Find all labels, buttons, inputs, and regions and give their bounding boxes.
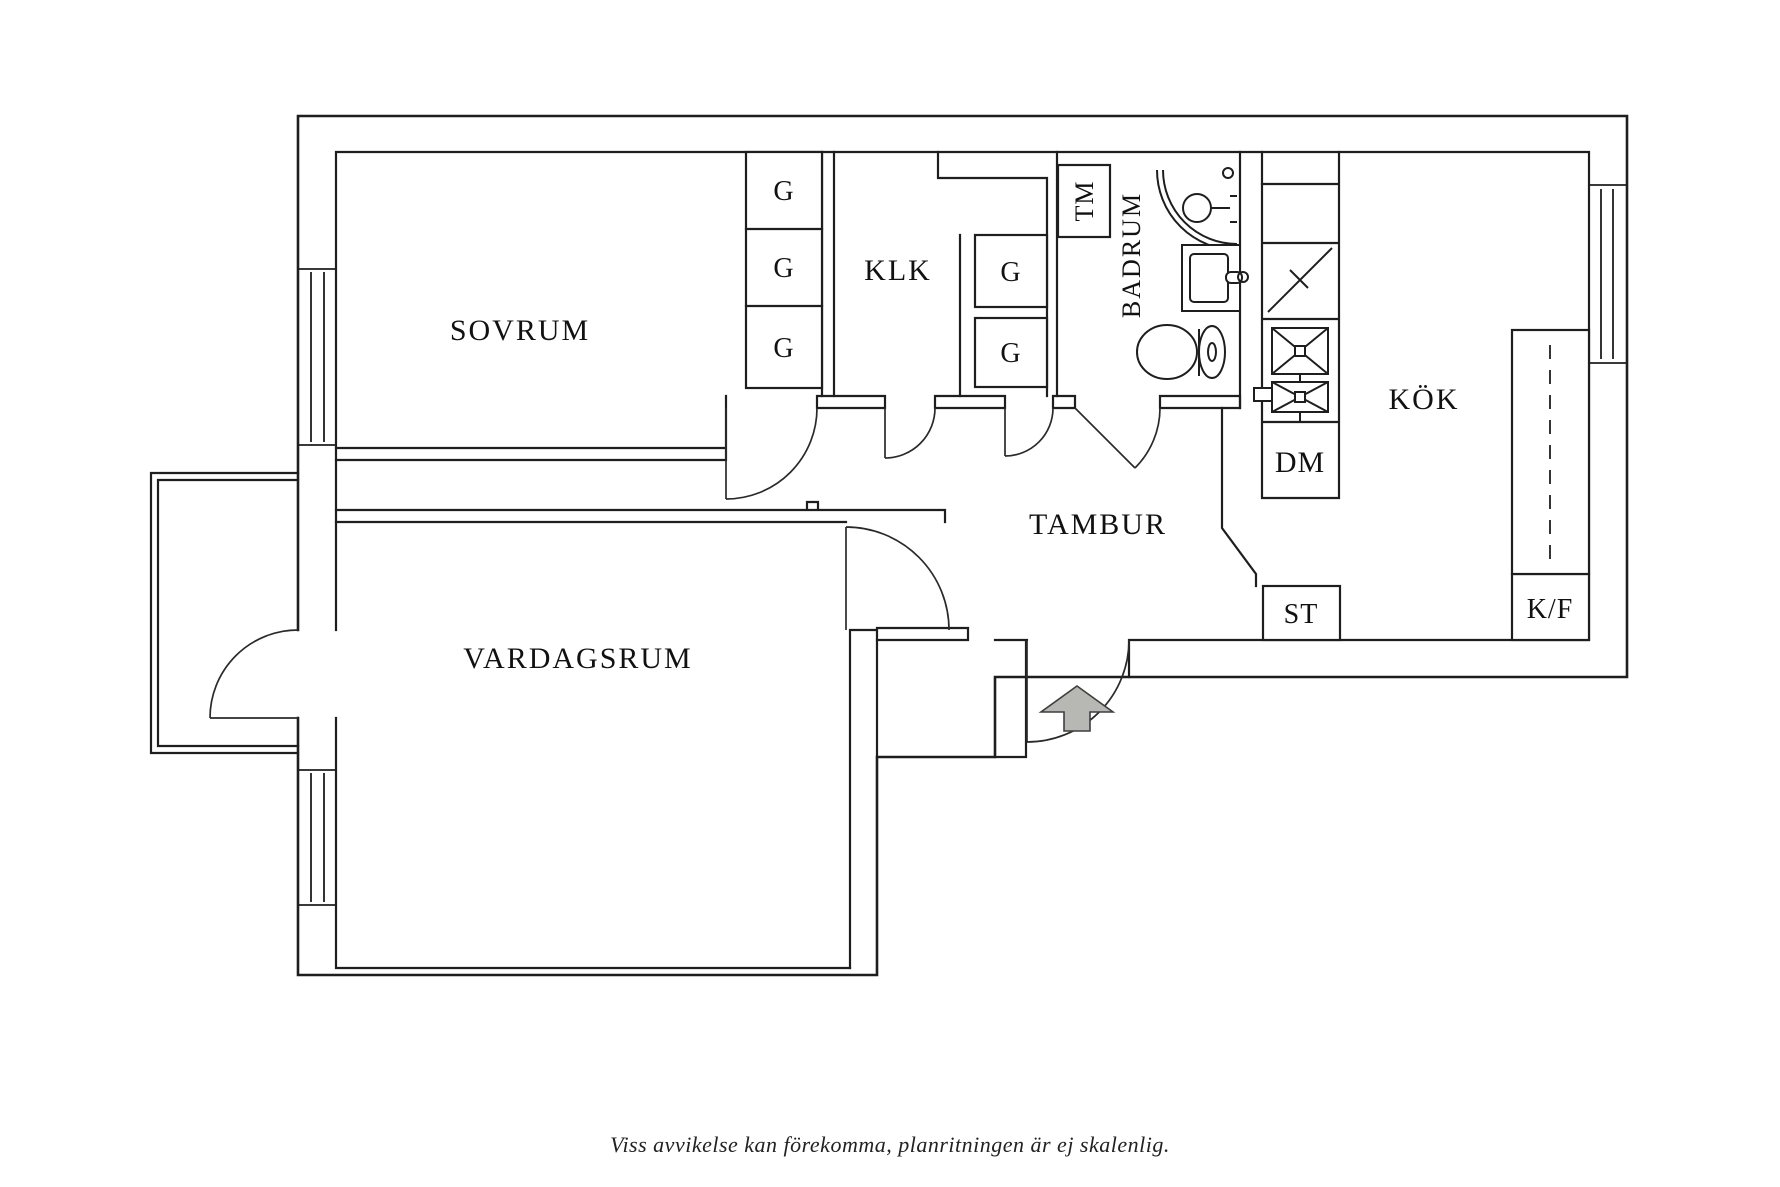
livingroom-top-wall bbox=[334, 500, 947, 524]
kitchen-window bbox=[1589, 184, 1627, 364]
room-label-bathroom: BADRUM bbox=[1117, 192, 1146, 318]
wardrobe-label-2: G bbox=[773, 253, 794, 284]
dishwasher-label: DM bbox=[1275, 446, 1325, 479]
storage-box bbox=[1261, 584, 1342, 642]
stove-icon bbox=[1267, 247, 1333, 313]
fridge-freezer-label: K/F bbox=[1527, 594, 1574, 625]
wardrobe-box-hall-2 bbox=[973, 316, 1049, 389]
wardrobe-label-4: G bbox=[1000, 257, 1021, 288]
bedroom-door-arc bbox=[725, 407, 818, 500]
washing-machine-box bbox=[1056, 163, 1112, 239]
entrance-arrow-icon bbox=[1038, 685, 1116, 732]
closet-door-arc bbox=[884, 407, 936, 459]
wardrobe-dividers bbox=[744, 227, 824, 308]
hall-top-wall bbox=[815, 394, 1242, 410]
kitchen-left-wall bbox=[1260, 150, 1341, 500]
wardrobe-door-arc bbox=[1004, 407, 1054, 457]
wardrobe-box bbox=[744, 150, 824, 390]
bedroom-wardrobe-column bbox=[744, 150, 824, 390]
hall-angled-wall bbox=[1220, 406, 1258, 588]
livingroom-right-wall bbox=[848, 628, 879, 970]
wardrobe-label-3: G bbox=[773, 333, 794, 364]
bathroom-sink-icon bbox=[1181, 244, 1249, 312]
bathroom-door-arc bbox=[1074, 407, 1161, 469]
balcony-door-arc bbox=[209, 629, 299, 719]
room-label-livingroom: VARDAGSRUM bbox=[463, 642, 693, 675]
storage-label: ST bbox=[1284, 599, 1319, 630]
livingroom-door-arc bbox=[845, 526, 950, 631]
outer-wall bbox=[296, 114, 1629, 977]
balcony bbox=[149, 471, 300, 755]
outer-wall-inner-face bbox=[334, 150, 1591, 970]
washing-machine-label: TM bbox=[1070, 181, 1099, 222]
kitchen-sink-icon bbox=[1253, 327, 1329, 422]
room-label-bedroom: SOVRUM bbox=[450, 314, 590, 347]
room-label-kitchen: KÖK bbox=[1389, 383, 1460, 416]
wardrobe-box-hall-1 bbox=[973, 233, 1049, 309]
bedroom-window bbox=[298, 268, 336, 446]
wardrobe-label-5: G bbox=[1000, 338, 1021, 369]
bedroom-livingroom-wall bbox=[334, 394, 728, 462]
shower-icon bbox=[1156, 167, 1238, 251]
wardrobe-label-1: G bbox=[773, 176, 794, 207]
room-label-hallway: TAMBUR bbox=[1029, 508, 1167, 541]
toilet-icon bbox=[1136, 324, 1226, 380]
footer-note: Viss avvikelse kan förekomma, planritnin… bbox=[610, 1132, 1170, 1157]
livingroom-window bbox=[298, 769, 336, 906]
room-label-closet: KLK bbox=[864, 254, 932, 287]
